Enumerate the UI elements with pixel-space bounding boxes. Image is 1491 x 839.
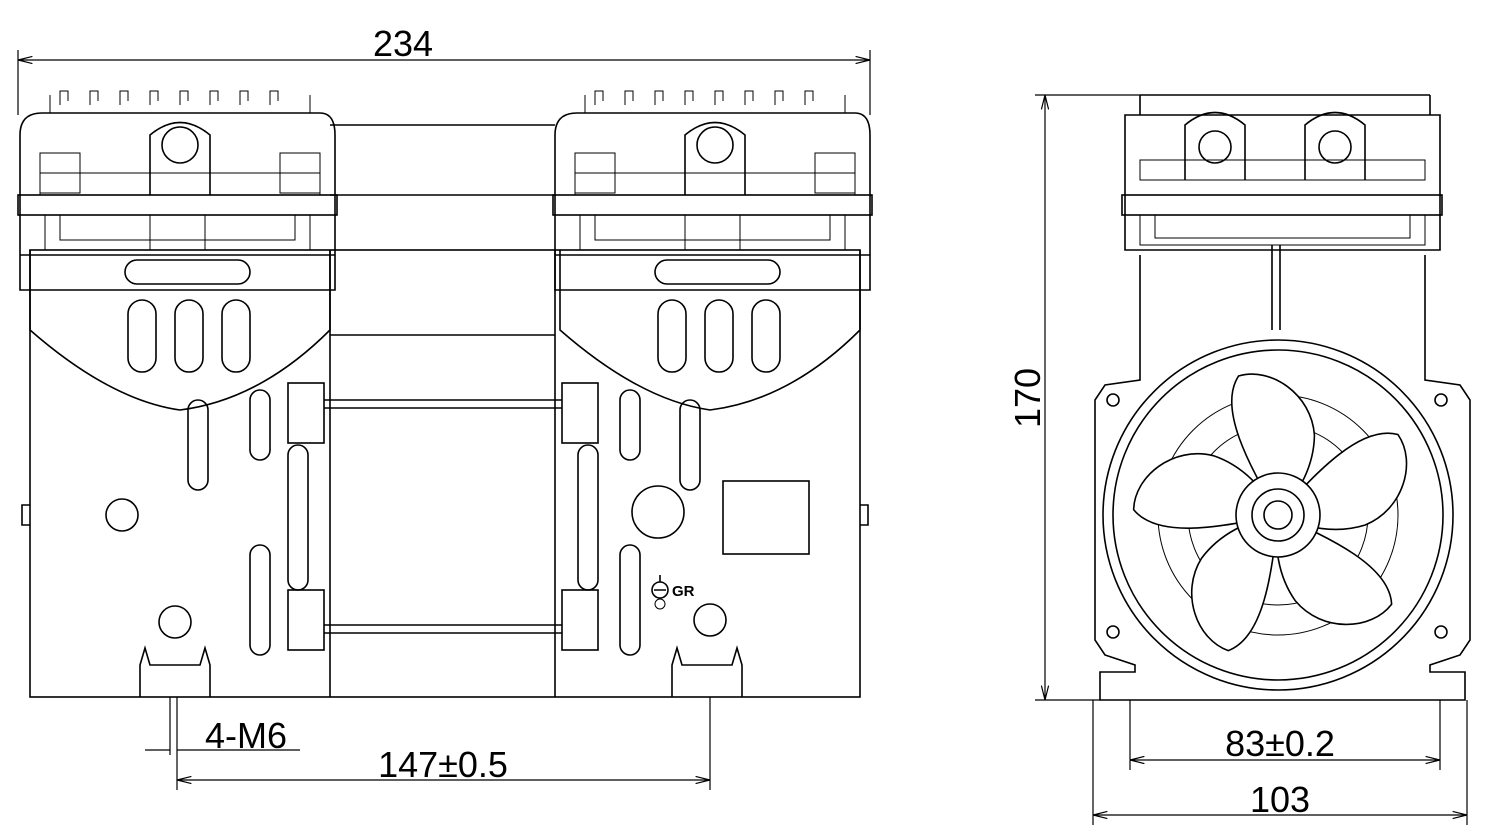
dim-overall-width: 234 bbox=[373, 23, 433, 64]
dim-mount-spacing-side: 147±0.5 bbox=[378, 744, 508, 785]
side-view: GR bbox=[17, 90, 873, 698]
fan-blades bbox=[1132, 373, 1408, 652]
dimension-lines-front bbox=[1035, 94, 1468, 825]
dim-height: 170 bbox=[1007, 368, 1048, 428]
dimension-lines-side bbox=[17, 50, 871, 790]
dim-front-width: 103 bbox=[1250, 779, 1310, 820]
label-plate bbox=[722, 480, 810, 555]
dim-mount-spacing-front: 83±0.2 bbox=[1225, 723, 1335, 764]
ground-symbol-icon bbox=[651, 575, 669, 599]
motor-body bbox=[29, 249, 861, 698]
front-view bbox=[1094, 94, 1471, 701]
dim-thread: 4-M6 bbox=[205, 715, 287, 756]
ground-label: GR bbox=[672, 583, 695, 600]
fan-hub bbox=[1235, 472, 1321, 558]
